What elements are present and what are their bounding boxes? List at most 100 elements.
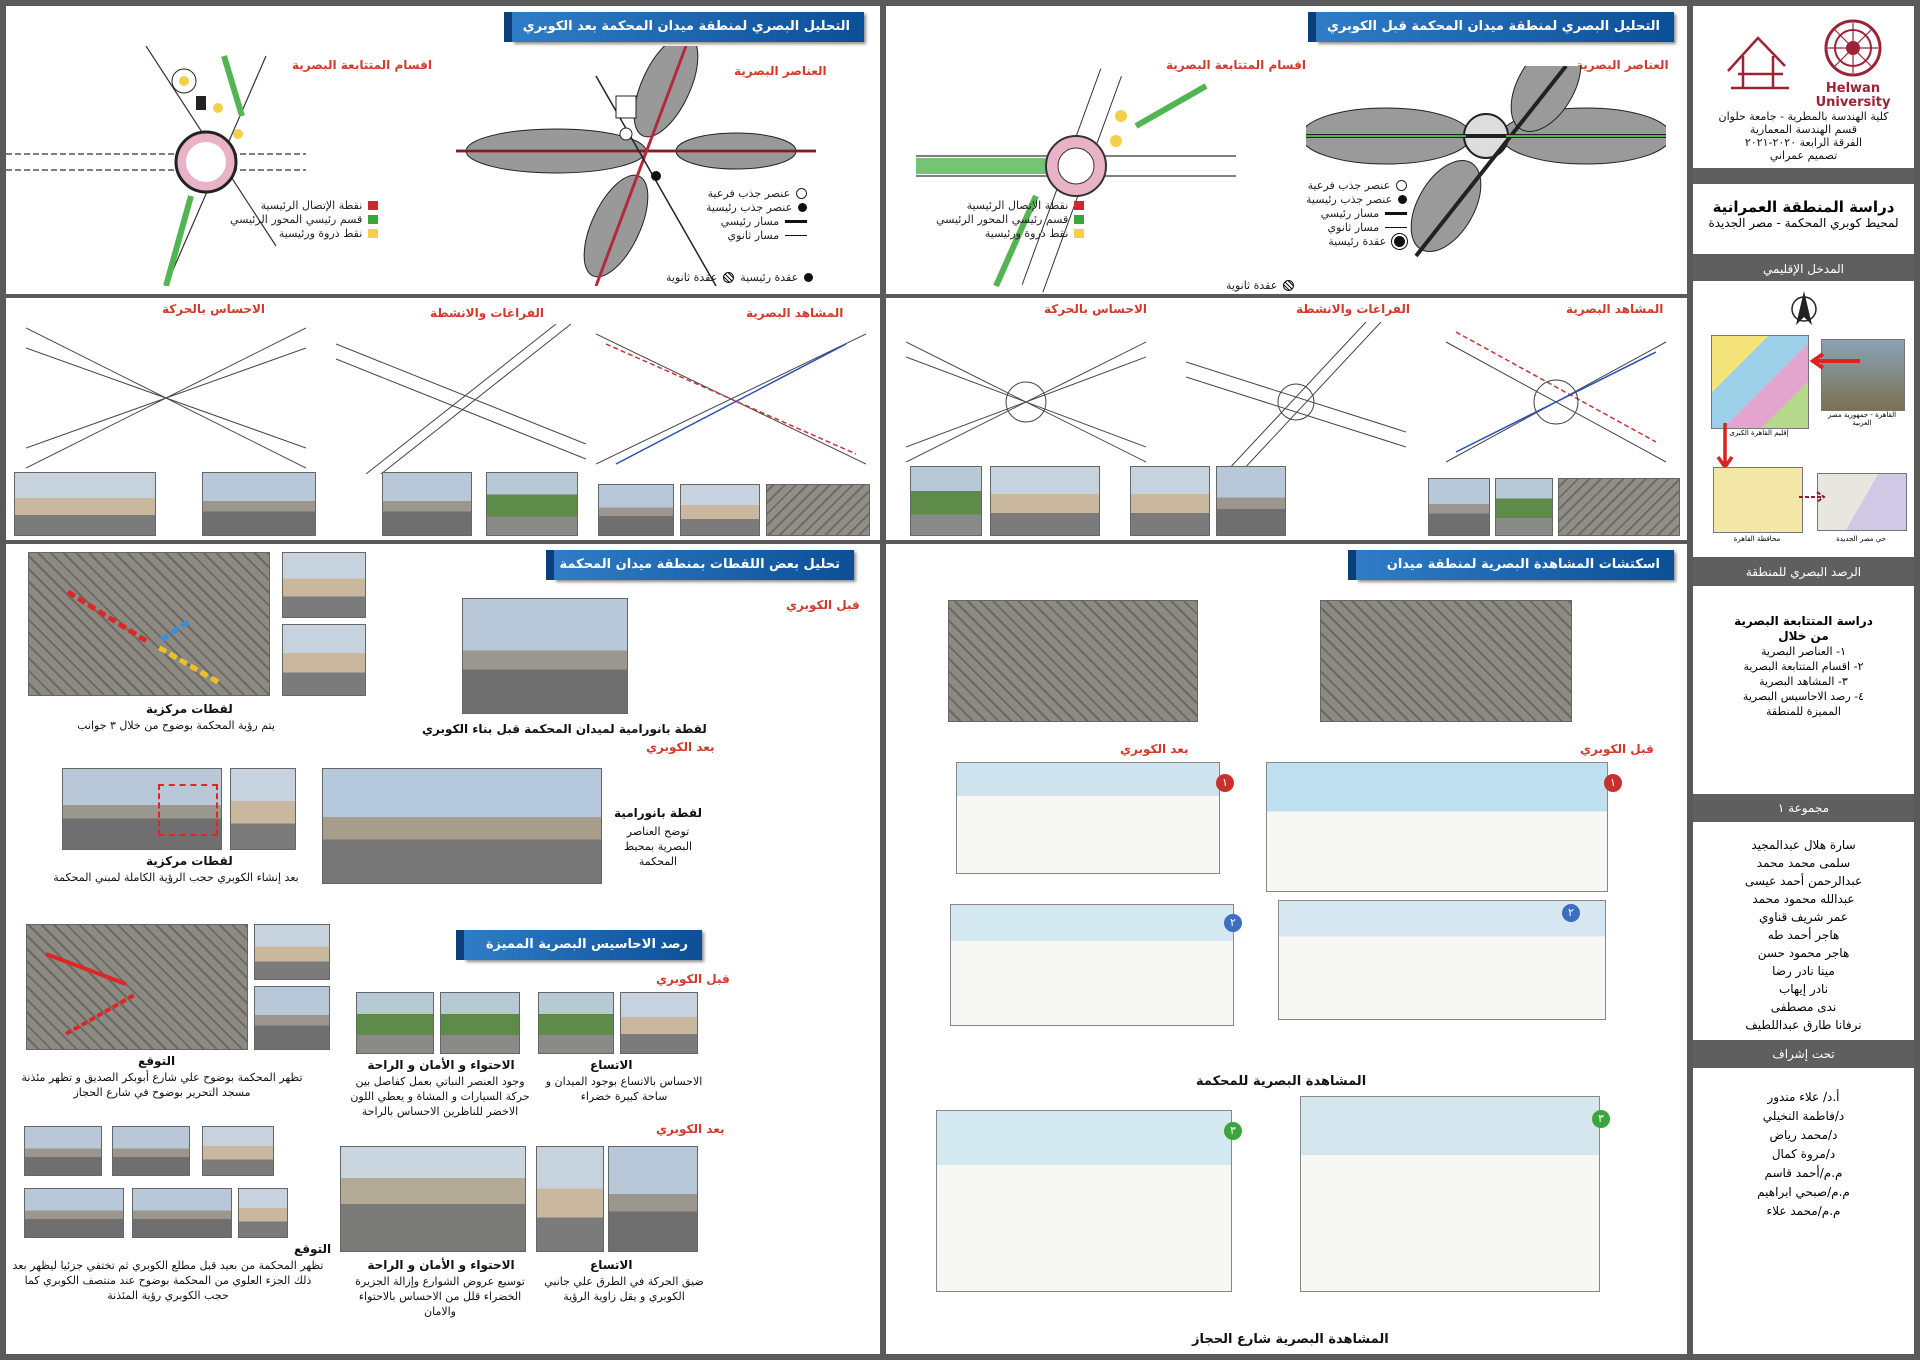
sketch-image — [1278, 900, 1606, 1020]
aerial-map — [1320, 600, 1572, 722]
legend-label: نقط ذروة ورئيسية — [278, 226, 363, 240]
after-label: بعد الكوبري — [656, 1122, 725, 1136]
sketch-image — [950, 904, 1234, 1026]
legend-label: عنصر جذب فرعية — [707, 186, 791, 200]
section-banner: التحليل البصري لمنطقة ميدان المحكمة قبل … — [1308, 12, 1674, 42]
photo — [440, 992, 520, 1054]
secondary-path-icon — [785, 234, 808, 236]
group-box: سارة هلال عبدالمجيد سلمى محمد محمد عبدال… — [1693, 822, 1914, 1040]
group-header: مجموعة ١ — [1777, 801, 1830, 815]
member-name: ندى مصطفى — [1770, 1000, 1837, 1014]
photo — [608, 1146, 698, 1252]
photo — [238, 1188, 288, 1238]
photo — [132, 1188, 232, 1238]
photo — [356, 992, 434, 1054]
legend-label: نقطة الإتصال الرئيسية — [260, 198, 363, 212]
egypt-map — [1711, 335, 1809, 429]
hegaz-view-title: المشاهدة البصرية شارع الحجاز — [1192, 1332, 1389, 1347]
supervisor-name: أ.د/ علاء مندور — [1767, 1090, 1840, 1104]
legend-yellow-swatch — [368, 228, 379, 238]
supervision-box: أ.د/ علاء مندور د/فاطمة النخيلي د/محمد ر… — [1693, 1068, 1914, 1354]
visual-header: الرصد البصري للمنطقة — [1745, 565, 1862, 579]
sidebar: Helwan University كلية الهندسة بالمطرية … — [1693, 6, 1914, 1354]
sketch-label: الفراغات والانشطة — [1296, 302, 1410, 316]
after-label: بعد الكوبري — [646, 740, 715, 754]
photo — [24, 1126, 102, 1176]
sketch-badge: ١ — [1604, 774, 1622, 792]
aerial-map — [26, 924, 248, 1050]
spaces-sketch — [1186, 322, 1406, 472]
expectation-arrows — [45, 952, 137, 1036]
supervisor-name: د/مروة كمال — [1771, 1147, 1836, 1161]
photo — [112, 1126, 190, 1176]
main-node-icon — [804, 272, 814, 282]
spaciousness-title: الاتساع — [590, 1258, 633, 1272]
panorama-before-caption: لقطة بانورامية لميدان المحكمة قبل بناء ا… — [422, 722, 707, 736]
visual-box: دراسة المتتابعة البصرية من خلال ١- العنا… — [1693, 586, 1914, 794]
supervisor-name: م.م/محمد علاء — [1766, 1204, 1841, 1218]
dashed-arrow-icon — [1799, 491, 1826, 503]
supervisor-name: د/فاطمة النخيلي — [1762, 1109, 1845, 1123]
sketch-label: المشاهد البصرية — [746, 306, 844, 320]
legend-right: نقطة الإتصال الرئيسية قسم رئيسي المحور ا… — [936, 198, 1085, 240]
senses-banner: رصد الاحاسيس البصرية المميزة للمنطقة — [456, 930, 702, 982]
member-name: نرفانا طارق عبداللطيف — [1745, 1018, 1862, 1032]
photo — [1130, 466, 1210, 536]
map-label: القاهرة - جمهورية مصر العربية — [1827, 411, 1897, 427]
legend-label: نقط ذروة ورئيسية — [984, 226, 1069, 240]
containment-title: الاحتواء و الأمان و الراحة — [367, 1258, 515, 1272]
panorama-photo — [462, 598, 628, 714]
main-node-icon — [1391, 232, 1409, 250]
faculty-line: قسم الهندسة المعمارية — [1749, 123, 1858, 136]
legend-label: عقدة ثانوية — [1226, 278, 1278, 292]
secondary-node-icon — [1283, 279, 1295, 291]
legend-label: عنصر جذب فرعية — [1307, 178, 1391, 192]
before-label: قبل الكوبري — [786, 598, 860, 612]
sections-diagram — [6, 46, 306, 286]
aerial-map — [948, 600, 1198, 722]
legend-green-swatch — [1074, 214, 1085, 224]
photo — [1495, 478, 1553, 536]
sketch-image — [1300, 1096, 1600, 1292]
containment-caption: توسيع عروض الشوارع وإزالة الجزيرة الخضرا… — [355, 1275, 525, 1318]
legend-green-swatch — [368, 214, 379, 224]
legend-label: عقدة رئيسية — [740, 270, 799, 284]
visual-item: ١- العناصر البصرية — [1761, 645, 1846, 658]
regional-header: المدخل الإقليمي — [1763, 262, 1844, 276]
elements-title: العناصر البصرية — [734, 64, 827, 78]
expectation-caption: تظهر المحكمة من بعيد قبل مطلع الكوبري ثم… — [12, 1259, 324, 1302]
minor-attraction-icon — [1396, 179, 1408, 191]
faculty-logo-icon — [1727, 36, 1789, 90]
legend-yellow-swatch — [1074, 228, 1085, 238]
after-label: بعد الكوبري — [1120, 742, 1189, 756]
elements-diagram — [456, 46, 816, 286]
study-subtitle: لمحيط كوبري المحكمة - مصر الجديدة — [1708, 216, 1899, 230]
shots-senses-panel: تحليل بعض اللقطات بمنطقة ميدان المحكمة ل… — [6, 544, 880, 1354]
panorama-after-title: لقطة بانورامية — [614, 806, 702, 820]
photo — [1216, 466, 1286, 536]
visual-item: ٢- اقسام المتتابعة البصرية — [1743, 660, 1864, 673]
sections-diagram — [916, 68, 1236, 293]
spaces-sketch — [336, 324, 586, 474]
minor-attraction-icon — [796, 187, 808, 199]
legend-right: نقطة الإتصال الرئيسية قسم رئيسي المحور ا… — [230, 198, 379, 240]
sketch-badge: ٢ — [1562, 904, 1580, 922]
university-name: Helwan University — [1815, 81, 1891, 110]
north-arrow-icon — [1791, 291, 1817, 325]
member-name: سارة هلال عبدالمجيد — [1751, 838, 1856, 852]
sketch-image — [956, 762, 1220, 874]
faculty-line: الفرقة الرابعة ٢٠٢٠-٢٠٢١ — [1744, 136, 1863, 149]
visual-item: المميزة للمنطقة — [1766, 705, 1841, 718]
central-shots-title: لقطات مركزية — [146, 702, 233, 716]
legend-left: عنصر جذب فرعية عنصر جذب رئيسية مسار رئيس… — [706, 186, 808, 242]
photo — [62, 768, 222, 850]
major-attraction-icon — [798, 202, 808, 212]
photo — [340, 1146, 526, 1252]
photo — [254, 986, 330, 1050]
photo — [282, 552, 366, 618]
photo — [486, 472, 578, 536]
visual-item: من خلال — [1778, 629, 1829, 643]
supervisor-name: د/محمد رياض — [1769, 1128, 1838, 1142]
legend-label: عقدة رئيسية — [1328, 234, 1387, 248]
